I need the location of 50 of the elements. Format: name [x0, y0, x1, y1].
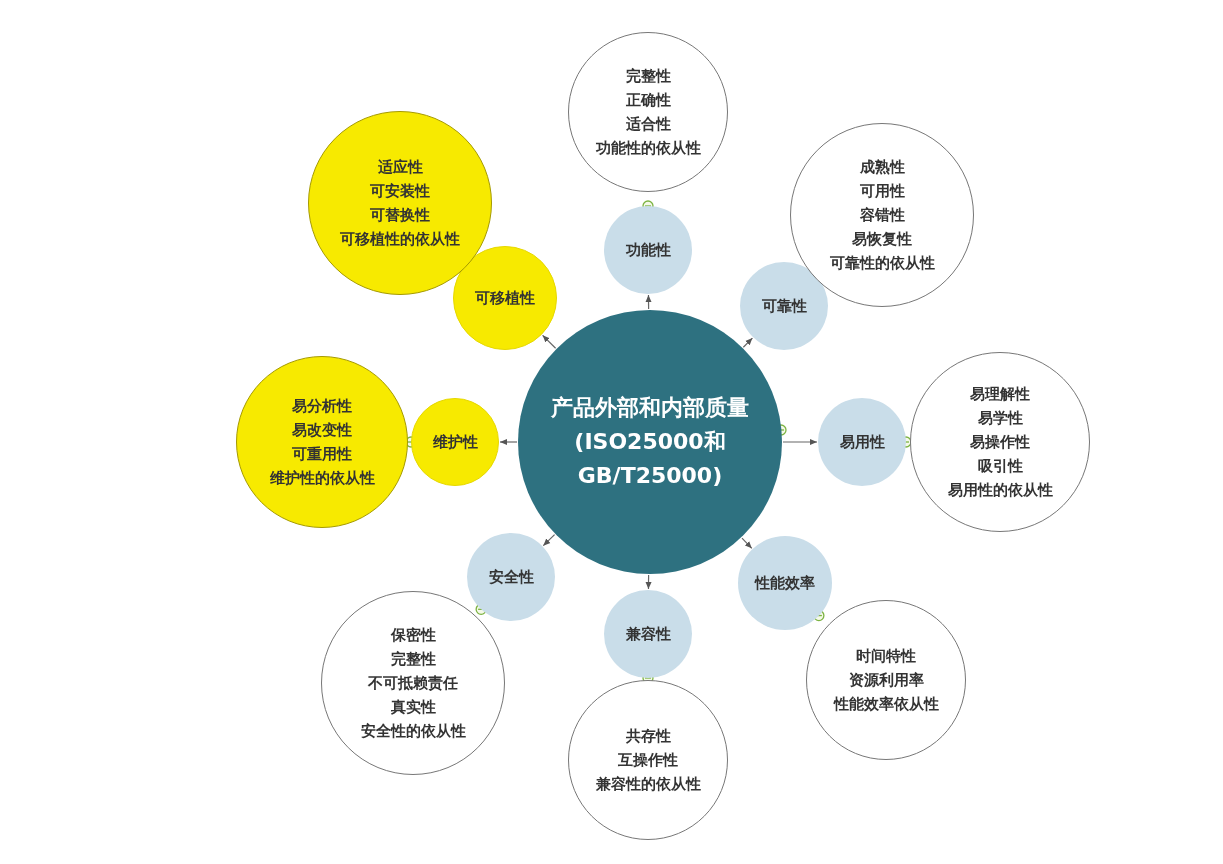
item-text: 容错性 — [859, 205, 905, 226]
item-text: 成熟性 — [859, 157, 905, 178]
item-text: 适应性 — [377, 157, 423, 178]
item-text: 安全性的依从性 — [360, 721, 466, 742]
item-text: 吸引性 — [977, 456, 1023, 477]
characteristic-label: 性能效率 — [755, 573, 815, 594]
arrow — [542, 534, 556, 547]
item-text: 易理解性 — [970, 384, 1030, 405]
characteristic-label: 维护性 — [432, 432, 478, 453]
item-text: 适合性 — [625, 114, 671, 135]
item-text: 正确性 — [625, 90, 671, 111]
item-text: 共存性 — [625, 726, 671, 747]
item-text: 可移植性的依从性 — [340, 229, 460, 250]
item-text: 真实性 — [390, 697, 436, 718]
item-text: 易学性 — [977, 408, 1023, 429]
item-text: 可替换性 — [370, 205, 430, 226]
item-text: 可靠性的依从性 — [829, 253, 935, 274]
item-text: 资源利用率 — [848, 670, 924, 691]
item-text: 完整性 — [625, 66, 671, 87]
item-text: 功能性的依从性 — [595, 138, 701, 159]
item-text: 易改变性 — [292, 420, 352, 441]
hub-title: 产品外部和内部质量(ISO25000和GB/T25000) — [550, 394, 750, 490]
item-text: 可安装性 — [370, 181, 430, 202]
item-text: 维护性的依从性 — [269, 468, 375, 489]
characteristic-label: 可靠性 — [761, 296, 807, 317]
characteristic-label: 功能性 — [625, 240, 671, 261]
item-text: 易恢复性 — [852, 229, 912, 250]
item-text: 性能效率依从性 — [833, 694, 939, 715]
item-text: 可用性 — [859, 181, 905, 202]
item-text: 不可抵赖责任 — [368, 673, 458, 694]
item-text: 完整性 — [390, 649, 436, 670]
arrow — [741, 537, 753, 549]
item-text: 兼容性的依从性 — [595, 774, 701, 795]
characteristic-label: 易用性 — [839, 432, 885, 453]
item-text: 保密性 — [390, 625, 436, 646]
item-text: 易分析性 — [292, 396, 352, 417]
characteristic-label: 安全性 — [488, 567, 534, 588]
arrow — [742, 337, 753, 348]
item-text: 可重用性 — [292, 444, 352, 465]
characteristic-label: 兼容性 — [625, 624, 671, 645]
arrow — [499, 439, 518, 445]
item-text: 互操作性 — [618, 750, 678, 771]
characteristic-label: 可移植性 — [475, 288, 535, 309]
arrow — [542, 334, 557, 349]
arrow — [645, 574, 652, 590]
item-text: 易操作性 — [970, 432, 1030, 453]
item-text: 时间特性 — [856, 646, 916, 667]
arrow — [645, 294, 652, 310]
arrow — [782, 439, 818, 445]
item-text: 易用性的依从性 — [947, 480, 1053, 501]
